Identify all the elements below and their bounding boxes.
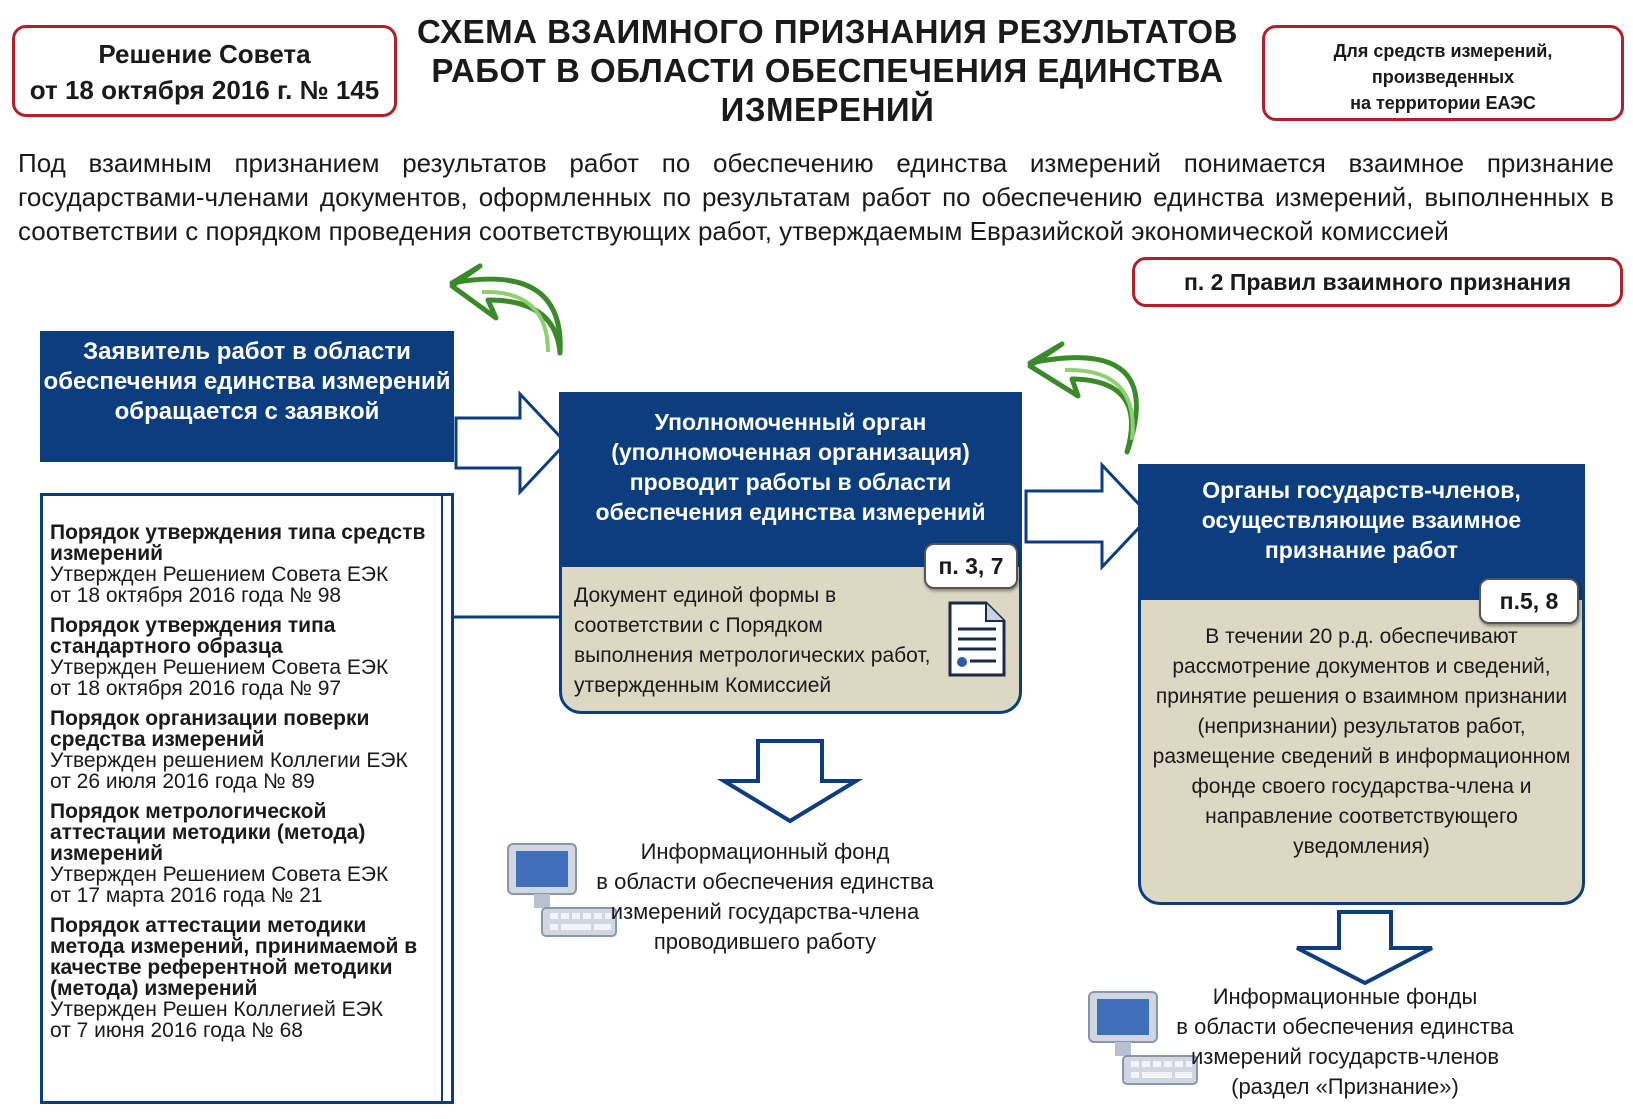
authorized-body-box: Уполномоченный орган (уполномоченная орг… <box>559 392 1022 714</box>
list-item: Порядок утверждения типа стандартного об… <box>50 615 444 699</box>
arrow-applicant-to-authority <box>454 390 569 496</box>
document-icon <box>948 601 1006 677</box>
fund-line-3: измерений государства-члена <box>610 899 920 924</box>
computer-icon <box>1088 991 1198 1085</box>
decision-line-2: от 18 октября 2016 г. № 145 <box>29 75 380 105</box>
authorized-body-title: Уполномоченный орган (уполномоченная орг… <box>562 395 1019 567</box>
document-title: Порядок организации поверки средства изм… <box>50 707 370 751</box>
scope-line-1: Для средств измерений, <box>1333 41 1553 61</box>
document-title: Порядок утверждения типа средств измерен… <box>50 521 426 565</box>
document-approval: Утвержден Решением Совета ЕЭК <box>50 656 389 679</box>
member-states-description: В течении 20 р.д. обеспечивают рассмотре… <box>1152 625 1571 858</box>
computer-icon <box>507 843 617 937</box>
page-title: СХЕМА ВЗАИМНОГО ПРИЗНАНИЯ РЕЗУЛЬТАТОВ РА… <box>417 13 1238 128</box>
national-info-fund-caption: Информационный фонд в области обеспечени… <box>565 837 965 957</box>
list-item: Порядок утверждения типа средств измерен… <box>50 522 444 606</box>
arrow-authority-to-states <box>1024 461 1153 571</box>
arrow-down-states <box>1296 910 1433 986</box>
fund-line-3: измерений государств-членов <box>1190 1044 1500 1069</box>
decision-line-1: Решение Совета <box>98 39 311 69</box>
document-date: от 7 июня 2016 года № 68 <box>50 1019 303 1042</box>
document-title: Порядок аттестации методики метода измер… <box>50 914 418 1000</box>
list-item: Порядок метрологической аттестации метод… <box>50 801 444 906</box>
curved-arrow-icon-1 <box>449 263 563 356</box>
states-clause-badge: п.5, 8 <box>1479 578 1579 624</box>
document-approval: Утвержден Решен Коллегией ЕЭК <box>50 998 383 1021</box>
document-approval: Утвержден решением Коллегии ЕЭК <box>50 749 408 772</box>
member-info-funds-caption: Информационные фонды в области обеспечен… <box>1145 982 1545 1102</box>
fund-line-1: Информационные фонды <box>1212 984 1478 1009</box>
fund-line-4: (раздел «Признание») <box>1231 1074 1459 1099</box>
scope-line-3: на территории ЕАЭС <box>1350 93 1536 113</box>
list-item: Порядок аттестации методики метода измер… <box>50 915 444 1041</box>
fund-line-2: в области обеспечения единства <box>1176 1014 1514 1039</box>
applicant-box: Заявитель работ в области обеспечения ед… <box>40 331 454 462</box>
fund-line-1: Информационный фонд <box>640 839 890 864</box>
document-approval: Утвержден Решением Совета ЕЭК <box>50 563 389 586</box>
document-date: от 26 июля 2016 года № 89 <box>50 770 315 793</box>
fund-line-2: в области обеспечения единства <box>596 869 934 894</box>
council-decision-box: Решение Совета от 18 октября 2016 г. № 1… <box>12 25 397 117</box>
rule-reference-box: п. 2 Правил взаимного признания <box>1132 257 1623 307</box>
document-date: от 17 марта 2016 года № 21 <box>50 884 323 907</box>
scope-box: Для средств измерений, произведенных на … <box>1262 25 1624 121</box>
fund-line-4: проводившего работу <box>653 929 877 954</box>
scope-line-2: произведенных <box>1371 67 1515 87</box>
document-approval: Утвержден Решением Совета ЕЭК <box>50 863 389 886</box>
document-title: Порядок утверждения типа стандартного об… <box>50 614 336 658</box>
documents-list: Порядок утверждения типа средств измерен… <box>40 493 454 1104</box>
document-date: от 18 октября 2016 года № 98 <box>50 584 342 607</box>
definition-paragraph: Под взаимным признанием результатов рабо… <box>18 148 1614 246</box>
member-states-box: Органы государств-членов, осуществляющие… <box>1138 464 1585 905</box>
curved-arrow-icon-2 <box>1027 341 1139 455</box>
document-title: Порядок метрологической аттестации метод… <box>50 800 366 865</box>
member-states-title: Органы государств-членов, осуществляющие… <box>1141 467 1582 600</box>
authorized-body-document: Документ единой формы в соответствии с П… <box>574 584 931 697</box>
arrow-down-authority <box>716 739 864 824</box>
list-item: Порядок организации поверки средства изм… <box>50 708 444 792</box>
document-date: от 18 октября 2016 года № 97 <box>50 677 342 700</box>
authority-clause-badge: п. 3, 7 <box>924 543 1018 589</box>
